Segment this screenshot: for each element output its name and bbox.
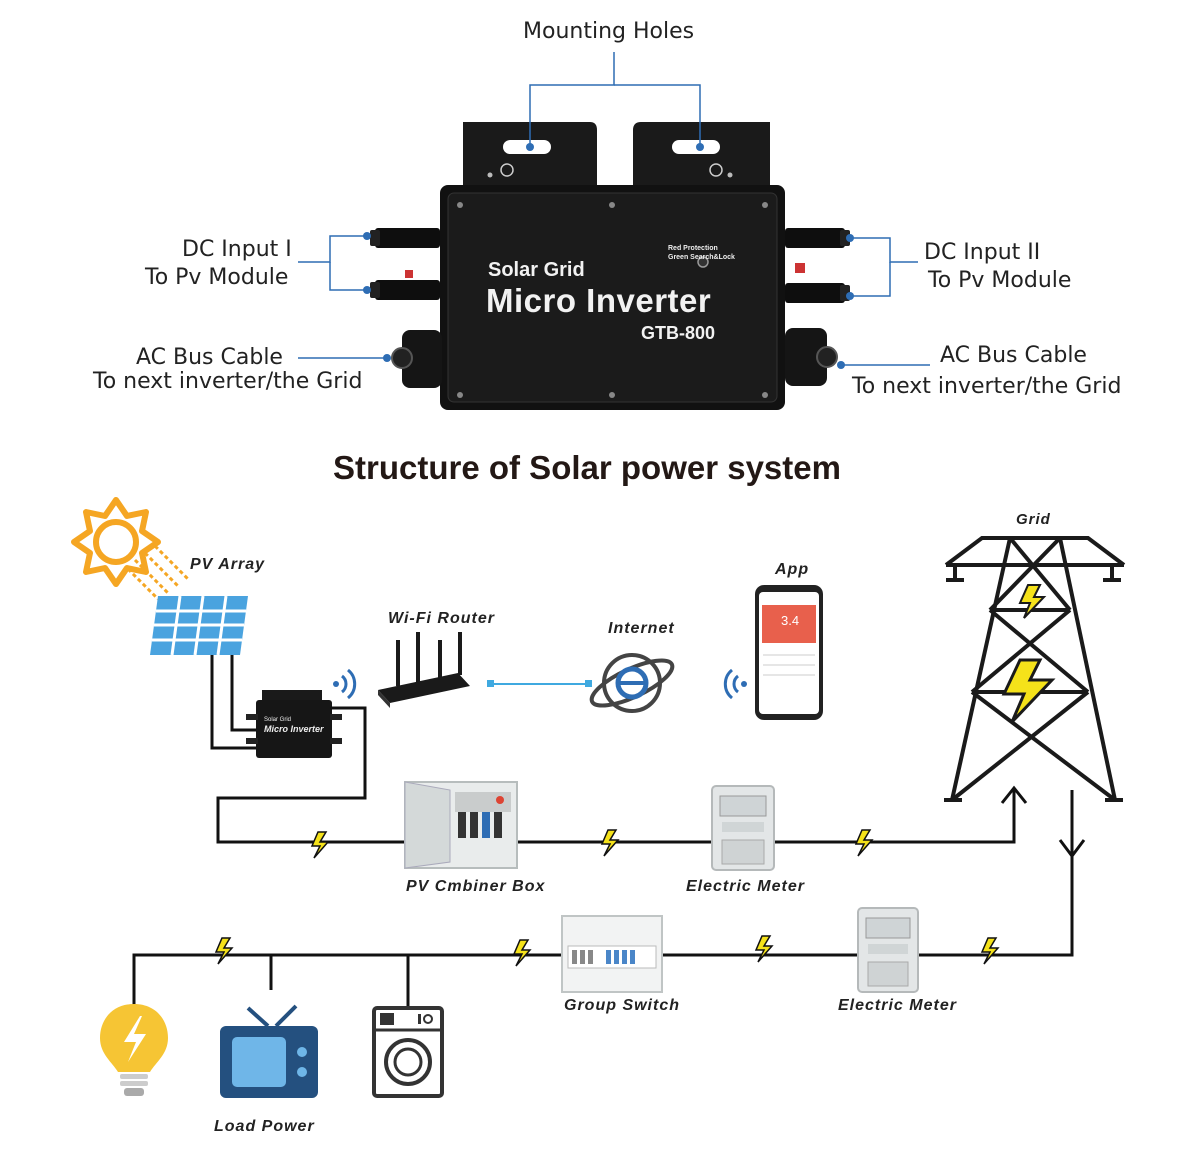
ac-right-label: AC Bus Cable [940, 343, 1087, 368]
grid-label: Grid [1016, 511, 1051, 528]
ac-left-label: AC Bus Cable [136, 345, 283, 370]
line-bolt-icons [214, 829, 1000, 967]
wifi-router-label: Wi-Fi Router [388, 610, 495, 627]
device-model: GTB-800 [641, 323, 716, 343]
network-link [487, 680, 592, 687]
led-label-green: Green Search&Lock [668, 254, 735, 261]
inverter-body [440, 185, 785, 410]
dc-input-1-label: DC Input I [182, 237, 292, 262]
sun-icon [71, 497, 190, 601]
led-label-red: Red Protection [668, 245, 718, 252]
wifi-waves-icon [333, 668, 357, 700]
dc-input-2-sublabel: To Pv Module [928, 268, 1072, 293]
ac-left-sublabel: To next inverter/the Grid [93, 369, 363, 394]
mounting-holes-label: Mounting Holes [523, 19, 695, 44]
group-switch-icon [561, 915, 663, 993]
tower-bolt-icons [1001, 584, 1056, 724]
ac-right-sublabel: To next inverter/the Grid [852, 374, 1122, 399]
internet-label: Internet [608, 620, 675, 637]
electric-meter-2-icon [857, 907, 919, 993]
combiner-box-icon [404, 781, 518, 869]
small-inverter-icon [246, 690, 342, 758]
group-switch-label: Group Switch [564, 997, 680, 1014]
phone-app-icon [755, 585, 823, 720]
dc-input-2-label: DC Input II [924, 240, 1041, 265]
ac-gland-left [391, 330, 442, 388]
dc-connectors-left [370, 228, 440, 300]
pv-array-label: PV Array [190, 556, 265, 573]
device-brand: Solar Grid [488, 259, 585, 281]
internet-icon [589, 653, 675, 713]
device-product: Micro Inverter [486, 282, 712, 319]
dc-connectors-right [785, 228, 850, 303]
status-led [697, 256, 709, 268]
washing-machine-icon [372, 1006, 444, 1098]
electric-meter-1-icon [711, 785, 775, 871]
dc-wires [210, 655, 258, 750]
ac-gland-right [785, 328, 838, 386]
app-label: App [775, 561, 810, 578]
callout-dots [363, 143, 854, 369]
app-value: 3.4 [781, 613, 800, 628]
router-icon [378, 632, 470, 708]
electric-meter-1-label: Electric Meter [686, 878, 805, 895]
callout-lines [298, 52, 930, 366]
tv-icon [220, 1004, 318, 1098]
light-bulb-icon [100, 1004, 168, 1096]
dc-input-1-sublabel: To Pv Module [145, 265, 289, 290]
load-power-label: Load Power [214, 1118, 315, 1135]
small-inverter-brand: Solar Grid [264, 717, 292, 723]
combiner-box-label: PV Cmbiner Box [406, 878, 546, 895]
section-title: Structure of Solar power system [333, 449, 841, 486]
mounting-bracket [463, 122, 770, 195]
phone-waves-icon [723, 668, 747, 700]
flow-arrows [1000, 785, 1086, 859]
small-inverter-product: Micro Inverter [264, 724, 324, 734]
electric-meter-2-label: Electric Meter [838, 997, 957, 1014]
solar-panel-icon [150, 595, 248, 656]
